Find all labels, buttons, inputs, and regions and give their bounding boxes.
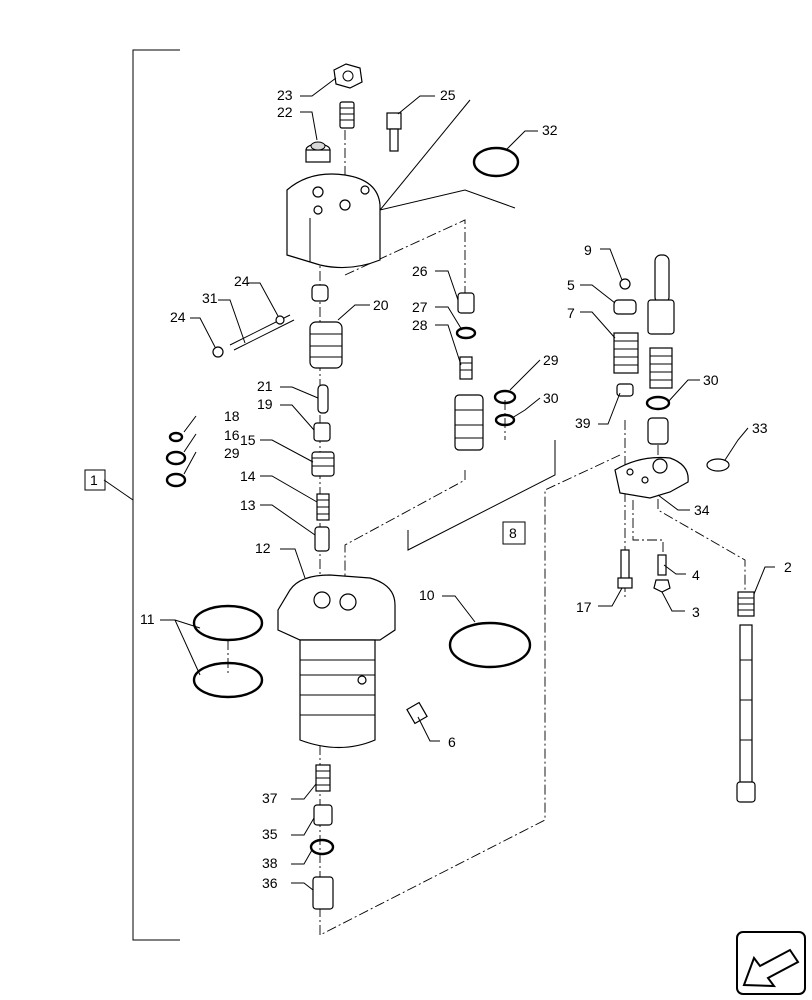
bolts-right: [617, 549, 671, 593]
right-cartridge-spool: [645, 254, 675, 445]
callout-3: 3: [692, 604, 700, 620]
callout-4: 4: [692, 567, 700, 583]
o-ring-32: [472, 146, 520, 178]
callout-39: 39: [575, 415, 591, 431]
plug: [305, 141, 331, 163]
callout-38: 38: [262, 855, 278, 871]
callout-32: 32: [542, 122, 558, 138]
pin-assembly: [212, 314, 295, 358]
o-ring-10: [448, 621, 532, 669]
bracket-8: [407, 440, 556, 551]
callout-17: 17: [576, 599, 592, 615]
set-screw: [339, 101, 355, 129]
callout-24-lower: 24: [170, 309, 186, 325]
callout-11: 11: [140, 611, 155, 627]
callout-26: 26: [412, 263, 428, 279]
spring-rod-2: [736, 591, 756, 803]
upper-housing: [286, 99, 516, 269]
lower-parts: [309, 764, 335, 910]
callout-31: 31: [202, 290, 218, 306]
callout-37: 37: [262, 790, 278, 806]
callout-29-left: 29: [224, 445, 240, 461]
o-rings-11: [192, 604, 264, 699]
callout-labels: 1 2 3 4 5 6 7 8 9 10 11 12 13 14 15 16 1…: [84, 87, 792, 891]
callout-5: 5: [567, 277, 575, 293]
callout-13: 13: [240, 497, 256, 513]
callout-18: 18: [224, 408, 240, 424]
callout-35: 35: [262, 826, 278, 842]
callout-25: 25: [440, 87, 456, 103]
washer-33: [706, 458, 730, 472]
callout-14: 14: [240, 468, 256, 484]
small-parts-column: [311, 384, 335, 552]
callout-22: 22: [277, 104, 293, 120]
callout-1: 1: [90, 472, 98, 488]
callout-10: 10: [419, 587, 435, 603]
callout-16: 16: [224, 427, 240, 443]
rings-middle: [493, 389, 517, 427]
right-cartridge-left: [613, 278, 639, 397]
callout-30-right: 30: [703, 372, 719, 388]
plate-34: [614, 456, 689, 499]
callout-23: 23: [277, 87, 293, 103]
small-rings-left: [165, 431, 187, 488]
callout-36: 36: [262, 875, 278, 891]
callout-2: 2: [784, 559, 792, 575]
arrow-direction-icon[interactable]: [736, 931, 806, 995]
hex-nut: [333, 63, 363, 89]
callout-34: 34: [694, 502, 710, 518]
callout-24-upper: 24: [234, 273, 250, 289]
callout-21: 21: [257, 378, 273, 394]
callout-30-mid: 30: [543, 390, 559, 406]
pilot-spool: [309, 284, 343, 369]
callout-28: 28: [412, 317, 428, 333]
callout-15: 15: [240, 432, 256, 448]
cartridge-26: [454, 292, 484, 451]
bolt: [386, 112, 402, 152]
callout-7: 7: [567, 305, 575, 321]
callout-8: 8: [509, 525, 517, 541]
callout-6: 6: [448, 734, 456, 750]
callout-33: 33: [752, 420, 768, 436]
callout-box-8: [502, 521, 526, 545]
callout-19: 19: [257, 396, 273, 412]
callout-27: 27: [412, 299, 428, 315]
callout-20: 20: [373, 297, 389, 313]
plug-6: [406, 701, 428, 725]
callout-9: 9: [584, 242, 592, 258]
leader-lines: [160, 77, 775, 891]
callout-29-mid: 29: [543, 352, 559, 368]
main-valve-body: [277, 574, 396, 749]
callout-12: 12: [255, 540, 271, 556]
callout-box-1: [84, 469, 106, 491]
assembly-bracket: [103, 49, 180, 941]
